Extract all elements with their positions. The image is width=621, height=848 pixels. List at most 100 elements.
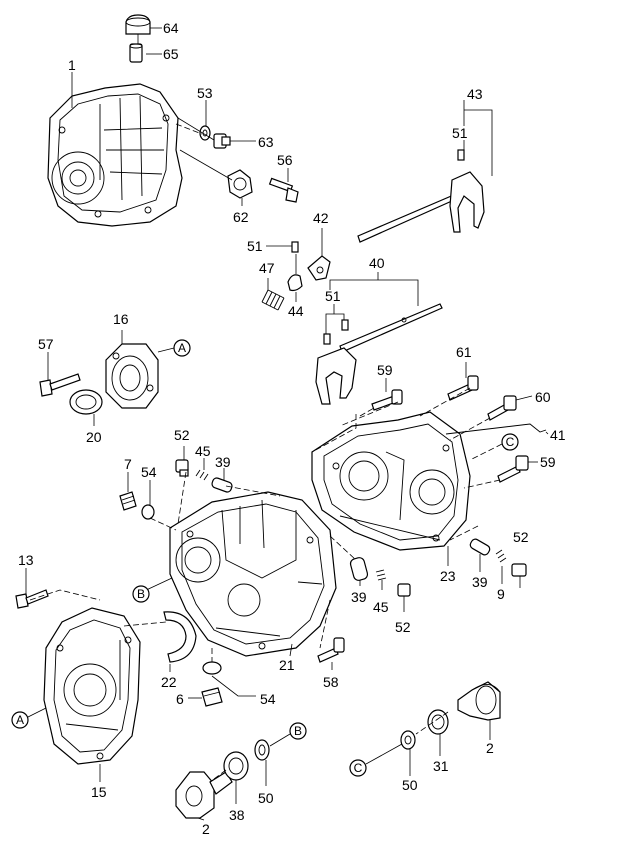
svg-text:C: C <box>354 761 363 775</box>
ref-c-upper: C <box>501 433 519 451</box>
callout-45-b: 45 <box>373 599 389 615</box>
part-1-case-assembly <box>47 83 183 227</box>
part-7-plug <box>119 491 137 511</box>
callout-63: 63 <box>258 134 274 150</box>
ref-a-lower: A <box>11 711 29 729</box>
callout-labels: 64 65 1 53 63 56 62 43 51 42 51 47 44 40… <box>18 20 566 837</box>
callout-52-c: 52 <box>513 529 529 545</box>
part-21-main-case <box>169 491 337 657</box>
callout-51-mid: 51 <box>247 238 263 254</box>
part-60-bolt <box>487 395 517 421</box>
part-54-washer-a <box>141 504 155 520</box>
part-42-lug <box>307 255 331 281</box>
part-39-pin-a <box>211 477 233 493</box>
callout-45-a: 45 <box>195 443 211 459</box>
part-40-shift-rod <box>315 303 443 405</box>
svg-text:A: A <box>178 341 186 355</box>
part-16-retainer <box>105 343 159 409</box>
part-63-plug <box>213 133 231 149</box>
part-39-pin-b <box>349 557 369 581</box>
part-52-plug-a <box>175 459 189 477</box>
part-59-bolt-b <box>497 455 529 483</box>
part-65-sleeve <box>129 43 143 63</box>
leader-lines <box>25 27 549 821</box>
callout-51-top: 51 <box>452 125 468 141</box>
callout-20: 20 <box>86 429 102 445</box>
part-43-shift-rod <box>357 149 485 243</box>
callout-53: 53 <box>197 85 213 101</box>
part-56-bolt <box>268 177 299 203</box>
part-2-yoke-left <box>175 771 233 819</box>
callout-16: 16 <box>113 311 129 327</box>
callout-52-a: 52 <box>174 427 190 443</box>
part-53-washer <box>199 125 211 141</box>
callout-52-b: 52 <box>395 619 411 635</box>
callout-15: 15 <box>91 784 107 800</box>
part-54-washer-b <box>202 661 222 675</box>
callout-39-a: 39 <box>215 454 231 470</box>
callout-23: 23 <box>440 568 456 584</box>
part-50-ring-right <box>400 730 416 750</box>
callout-21: 21 <box>279 657 295 673</box>
ref-b-lower: B <box>289 722 307 740</box>
callout-31: 31 <box>433 758 449 774</box>
part-15-case-end <box>43 607 141 765</box>
callout-61: 61 <box>456 344 472 360</box>
callout-22: 22 <box>161 674 177 690</box>
callout-9: 9 <box>497 586 505 602</box>
callout-50-right: 50 <box>402 777 418 793</box>
callout-2-left: 2 <box>202 821 210 837</box>
callout-60: 60 <box>535 389 551 405</box>
callout-59-b: 59 <box>540 454 556 470</box>
part-23-case-half <box>311 411 471 551</box>
callout-39-b: 39 <box>351 589 367 605</box>
callout-41: 41 <box>550 427 566 443</box>
part-52-plug-b <box>397 583 411 597</box>
part-31-seal <box>427 709 449 735</box>
part-61-bolt <box>447 375 479 401</box>
part-52-plug-c <box>511 563 527 577</box>
part-45-spring-c <box>495 549 507 563</box>
callout-65: 65 <box>163 46 179 62</box>
svg-text:B: B <box>137 587 145 601</box>
callout-62: 62 <box>233 209 249 225</box>
svg-text:B: B <box>294 724 302 738</box>
callout-51-low: 51 <box>325 288 341 304</box>
svg-text:C: C <box>506 435 515 449</box>
callout-57: 57 <box>38 336 54 352</box>
callout-39-c: 39 <box>472 574 488 590</box>
part-57-bolt <box>39 373 81 397</box>
assembly-lines <box>29 123 511 783</box>
ref-a-upper: A <box>173 339 191 357</box>
part-45-spring-a <box>195 469 209 481</box>
callout-47: 47 <box>259 260 275 276</box>
part-44-cap <box>287 274 303 292</box>
part-47-spring <box>261 289 285 311</box>
part-38-seal <box>223 751 249 781</box>
part-58-bolt <box>317 637 345 663</box>
callout-54-b: 54 <box>260 691 276 707</box>
callout-6: 6 <box>176 691 184 707</box>
part-50-ring-left <box>254 739 270 761</box>
callout-50-left: 50 <box>258 790 274 806</box>
callout-54-a: 54 <box>141 464 157 480</box>
part-62-fitting <box>227 169 253 199</box>
part-20-seal <box>69 389 103 415</box>
callout-42: 42 <box>313 210 329 226</box>
part-2-yoke-right <box>457 681 501 721</box>
part-59-bolt-a <box>371 389 403 411</box>
part-41-wire <box>445 423 547 435</box>
ref-c-lower: C <box>349 759 367 777</box>
part-39-pin-c <box>469 538 491 556</box>
reference-markers: A A B B C C <box>11 339 519 777</box>
callout-64: 64 <box>163 20 179 36</box>
part-6-drain-plug <box>201 687 223 707</box>
callout-7: 7 <box>124 456 132 472</box>
part-22-snap-ring <box>163 611 197 663</box>
callout-13: 13 <box>18 552 34 568</box>
callout-1: 1 <box>68 57 76 73</box>
callout-2-right: 2 <box>486 740 494 756</box>
callout-40: 40 <box>369 255 385 271</box>
callout-43: 43 <box>467 86 483 102</box>
